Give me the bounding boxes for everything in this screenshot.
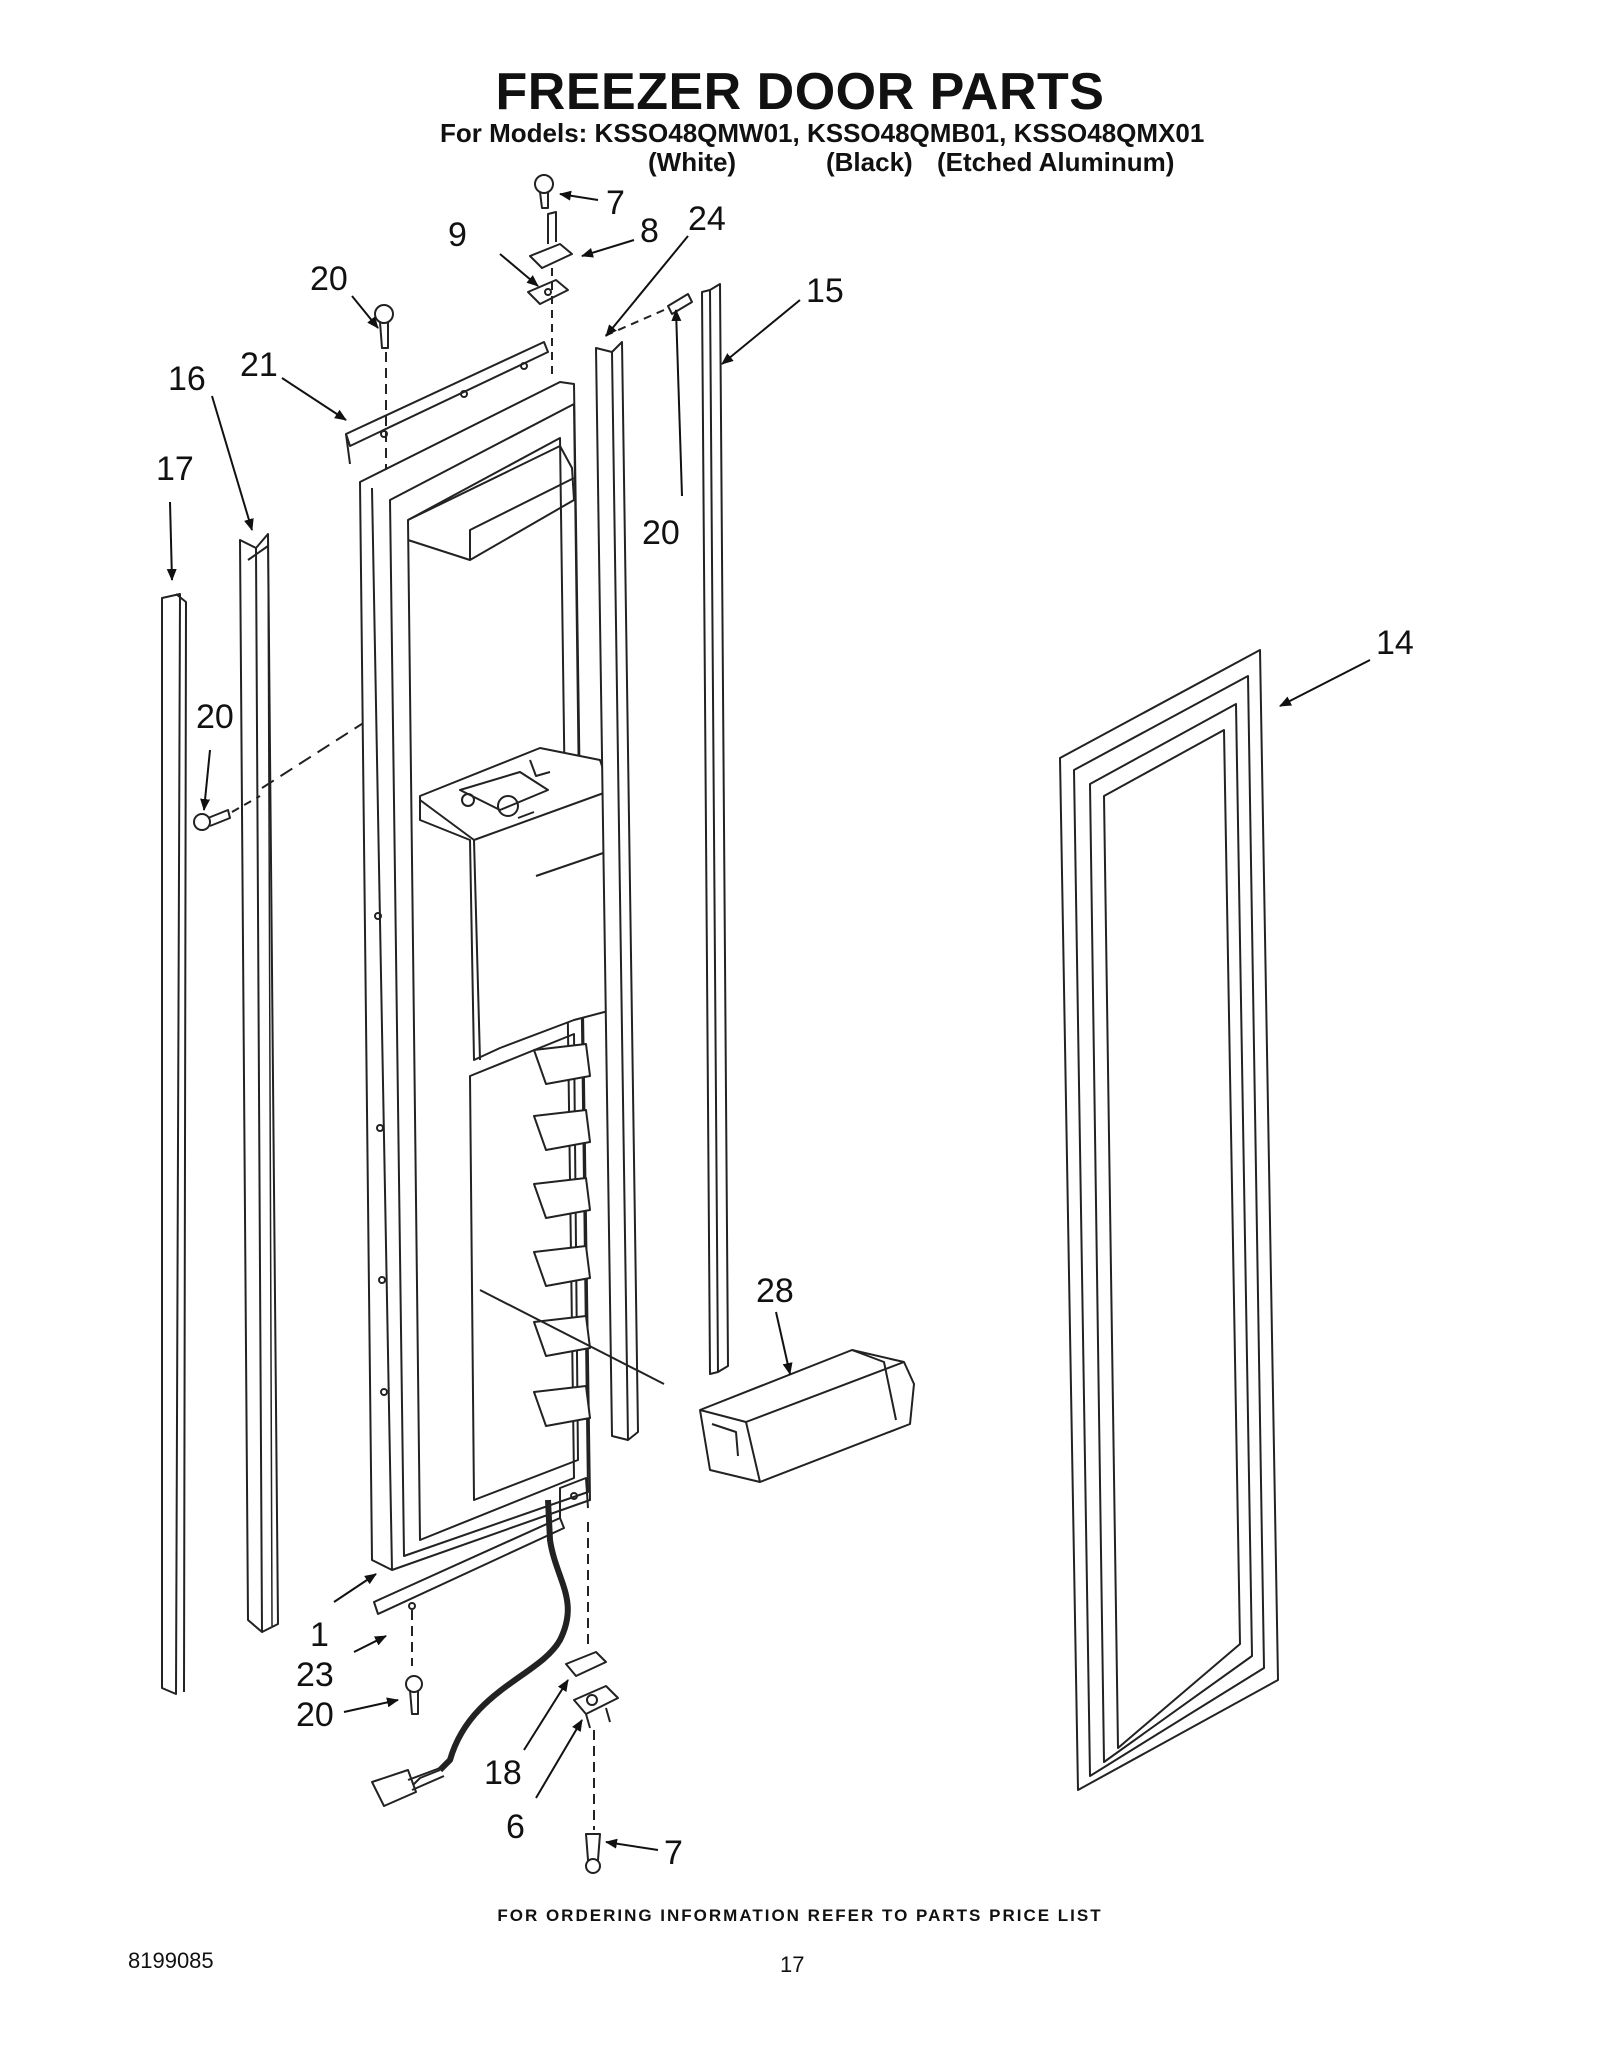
part-20-screw-left	[193, 795, 261, 831]
document-number: 8199085	[128, 1948, 214, 1973]
variant-etched-aluminum: (Etched Aluminum)	[937, 147, 1175, 177]
page-number: 17	[780, 1952, 805, 1977]
callout-arrows	[166, 190, 1371, 1851]
part-7-screw-bottom	[585, 1833, 601, 1874]
part-14-door-gasket	[1059, 649, 1279, 1791]
callout-7-top: 7	[606, 184, 625, 222]
callout-1: 1	[310, 1616, 329, 1654]
part-9-hinge-shim	[527, 279, 569, 305]
callout-8: 8	[640, 212, 659, 250]
part-23-bottom-bracket	[373, 1477, 589, 1666]
callout-9: 9	[448, 216, 467, 254]
part-20-screw-right	[599, 293, 693, 339]
callout-18: 18	[484, 1754, 522, 1792]
part-8-hinge-pin	[529, 211, 573, 380]
page-title: FREEZER DOOR PARTS	[495, 63, 1105, 121]
callout-23: 23	[296, 1656, 334, 1694]
callout-17: 17	[156, 450, 194, 488]
part-18-hinge-shim	[565, 1522, 607, 1677]
callout-6: 6	[506, 1808, 525, 1846]
variant-black: (Black)	[826, 147, 913, 177]
leader-dash-left	[261, 719, 369, 789]
part-20-screw-bottom	[405, 1675, 423, 1715]
callout-20-b: 20	[642, 514, 680, 552]
callout-20-c: 20	[196, 698, 234, 736]
callout-28: 28	[756, 1272, 794, 1310]
part-6-bottom-hinge	[573, 1685, 619, 1830]
part-20-screw-top	[374, 304, 394, 470]
part-21-top-bracket	[345, 341, 549, 465]
ordering-note: FOR ORDERING INFORMATION REFER TO PARTS …	[497, 1906, 1103, 1925]
part-24-side-strip	[595, 341, 639, 1441]
callout-16: 16	[168, 360, 206, 398]
part-16-side-channel	[239, 533, 279, 1633]
callout-labels: 7 8 9 24 15 20 21 16 20 17 14 20 28 1 23…	[156, 184, 1414, 1872]
part-1-door-liner	[359, 381, 613, 1571]
callout-15: 15	[806, 272, 844, 310]
part-15-trim-strip	[701, 283, 729, 1375]
variant-white: (White)	[648, 147, 737, 177]
part-28-door-bin	[479, 1289, 915, 1483]
callout-20-d: 20	[296, 1696, 334, 1734]
callout-14: 14	[1376, 624, 1414, 662]
wire-harness	[371, 1499, 571, 1807]
part-7-screw-top	[534, 174, 554, 209]
models-line: For Models: KSSO48QMW01, KSSO48QMB01, KS…	[440, 118, 1205, 148]
part-17-trim-strip	[161, 593, 187, 1695]
callout-21: 21	[240, 346, 278, 384]
callout-7-bottom: 7	[664, 1834, 683, 1872]
callout-20-a: 20	[310, 260, 348, 298]
callout-24: 24	[688, 200, 726, 238]
